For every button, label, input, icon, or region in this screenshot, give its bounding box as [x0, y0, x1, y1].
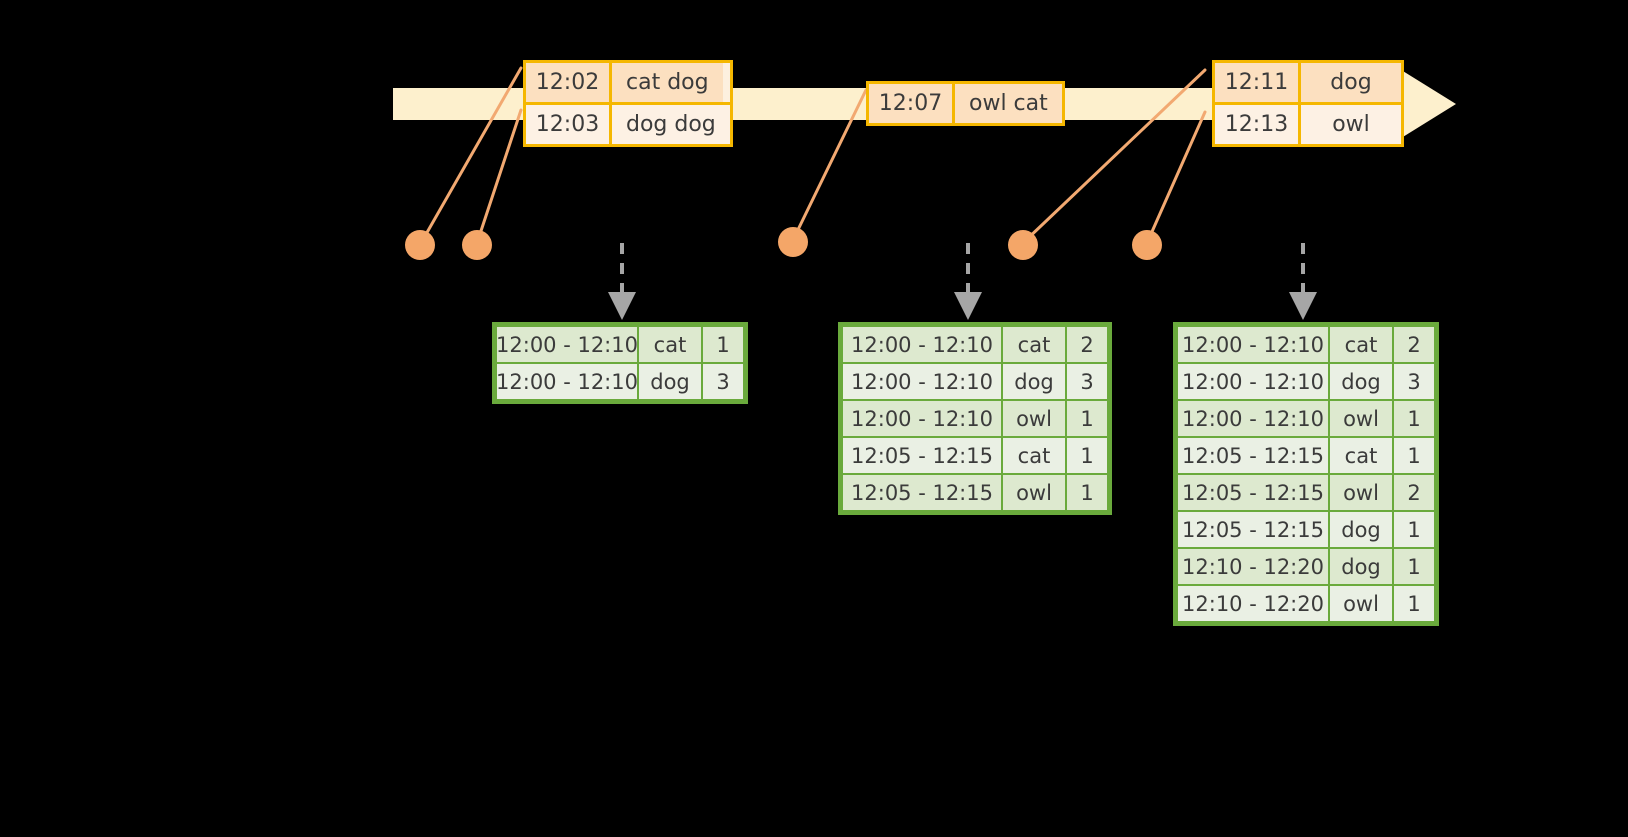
window-cell: 12:00 - 12:10 [843, 327, 1001, 362]
table-row[interactable]: 12:05 - 12:15 cat 1 [842, 437, 1108, 474]
table-row[interactable]: 12:00 - 12:10 dog 3 [842, 363, 1108, 400]
count-cell: 3 [1067, 364, 1107, 399]
event-group-3[interactable]: 12:11 dog 12:13 owl [1212, 60, 1404, 147]
emit-arrows [608, 243, 1317, 320]
key-cell: owl [1330, 586, 1392, 621]
key-cell: owl [1003, 475, 1065, 510]
window-cell: 12:05 - 12:15 [843, 438, 1001, 473]
window-cell: 12:00 - 12:10 [843, 364, 1001, 399]
result-table-1[interactable]: 12:00 - 12:10 cat 1 12:00 - 12:10 dog 3 [492, 322, 748, 404]
window-cell: 12:05 - 12:15 [1178, 512, 1328, 547]
count-cell: 3 [703, 364, 743, 399]
key-cell: cat [639, 327, 701, 362]
event-time: 12:02 [526, 63, 612, 102]
result-table-3[interactable]: 12:00 - 12:10 cat 2 12:00 - 12:10 dog 3 … [1173, 322, 1439, 626]
event-dot-3 [778, 227, 808, 257]
window-cell: 12:00 - 12:10 [496, 327, 638, 362]
table-row[interactable]: 12:05 - 12:15 dog 1 [1177, 511, 1435, 548]
event-payload: cat dog [612, 63, 723, 102]
event-dot-5 [1132, 230, 1162, 260]
key-cell: dog [1330, 512, 1392, 547]
key-cell: owl [1330, 475, 1392, 510]
count-cell: 3 [1394, 364, 1434, 399]
key-cell: dog [1330, 549, 1392, 584]
window-cell: 12:00 - 12:10 [1178, 401, 1328, 436]
table-row[interactable]: 12:00 - 12:10 owl 1 [842, 400, 1108, 437]
table-row[interactable]: 12:00 - 12:10 dog 3 [1177, 363, 1435, 400]
table-row[interactable]: 12:05 - 12:15 owl 2 [1177, 474, 1435, 511]
table-row[interactable]: 12:10 - 12:20 owl 1 [1177, 585, 1435, 622]
count-cell: 1 [1067, 475, 1107, 510]
key-cell: cat [1003, 327, 1065, 362]
key-cell: owl [1330, 401, 1392, 436]
key-cell: dog [1003, 364, 1065, 399]
window-cell: 12:00 - 12:10 [496, 364, 638, 399]
count-cell: 1 [1394, 512, 1434, 547]
table-row[interactable]: 12:00 - 12:10 cat 1 [496, 326, 744, 363]
event-dot-4 [1008, 230, 1038, 260]
key-cell: dog [639, 364, 701, 399]
event-group-1[interactable]: 12:02 cat dog 12:03 dog dog [523, 60, 733, 147]
count-cell: 1 [703, 327, 743, 362]
key-cell: cat [1330, 327, 1392, 362]
event-group-2[interactable]: 12:07 owl cat [866, 81, 1065, 126]
event-time: 12:11 [1215, 63, 1301, 102]
window-cell: 12:05 - 12:15 [843, 475, 1001, 510]
event-payload: dog [1301, 63, 1401, 102]
event-payload: owl cat [955, 84, 1062, 123]
table-row[interactable]: 12:00 - 12:10 dog 3 [496, 363, 744, 400]
count-cell: 1 [1394, 549, 1434, 584]
count-cell: 1 [1394, 401, 1434, 436]
event-row[interactable]: 12:11 dog [1215, 63, 1401, 102]
count-cell: 1 [1394, 586, 1434, 621]
count-cell: 1 [1067, 401, 1107, 436]
event-dot-1 [405, 230, 435, 260]
window-cell: 12:00 - 12:10 [843, 401, 1001, 436]
event-row[interactable]: 12:13 owl [1215, 102, 1401, 144]
table-row[interactable]: 12:00 - 12:10 cat 2 [1177, 326, 1435, 363]
event-row[interactable]: 12:03 dog dog [526, 102, 730, 144]
count-cell: 1 [1394, 438, 1434, 473]
event-payload: dog dog [612, 105, 730, 144]
count-cell: 1 [1067, 438, 1107, 473]
connector-lines [419, 66, 1207, 245]
window-cell: 12:00 - 12:10 [1178, 364, 1328, 399]
window-cell: 12:00 - 12:10 [1178, 327, 1328, 362]
event-dot-2 [462, 230, 492, 260]
event-time: 12:13 [1215, 105, 1301, 144]
key-cell: dog [1330, 364, 1392, 399]
table-row[interactable]: 12:05 - 12:15 cat 1 [1177, 437, 1435, 474]
event-row[interactable]: 12:02 cat dog [526, 63, 730, 102]
event-time: 12:07 [869, 84, 955, 123]
table-row[interactable]: 12:05 - 12:15 owl 1 [842, 474, 1108, 511]
table-row[interactable]: 12:00 - 12:10 cat 2 [842, 326, 1108, 363]
key-cell: cat [1003, 438, 1065, 473]
window-cell: 12:10 - 12:20 [1178, 586, 1328, 621]
window-cell: 12:10 - 12:20 [1178, 549, 1328, 584]
result-table-2[interactable]: 12:00 - 12:10 cat 2 12:00 - 12:10 dog 3 … [838, 322, 1112, 515]
key-cell: owl [1003, 401, 1065, 436]
count-cell: 2 [1394, 475, 1434, 510]
count-cell: 2 [1394, 327, 1434, 362]
key-cell: cat [1330, 438, 1392, 473]
table-row[interactable]: 12:00 - 12:10 owl 1 [1177, 400, 1435, 437]
event-time: 12:03 [526, 105, 612, 144]
window-cell: 12:05 - 12:15 [1178, 475, 1328, 510]
event-row[interactable]: 12:07 owl cat [869, 84, 1062, 123]
window-cell: 12:05 - 12:15 [1178, 438, 1328, 473]
count-cell: 2 [1067, 327, 1107, 362]
event-dots [405, 227, 1162, 260]
table-row[interactable]: 12:10 - 12:20 dog 1 [1177, 548, 1435, 585]
